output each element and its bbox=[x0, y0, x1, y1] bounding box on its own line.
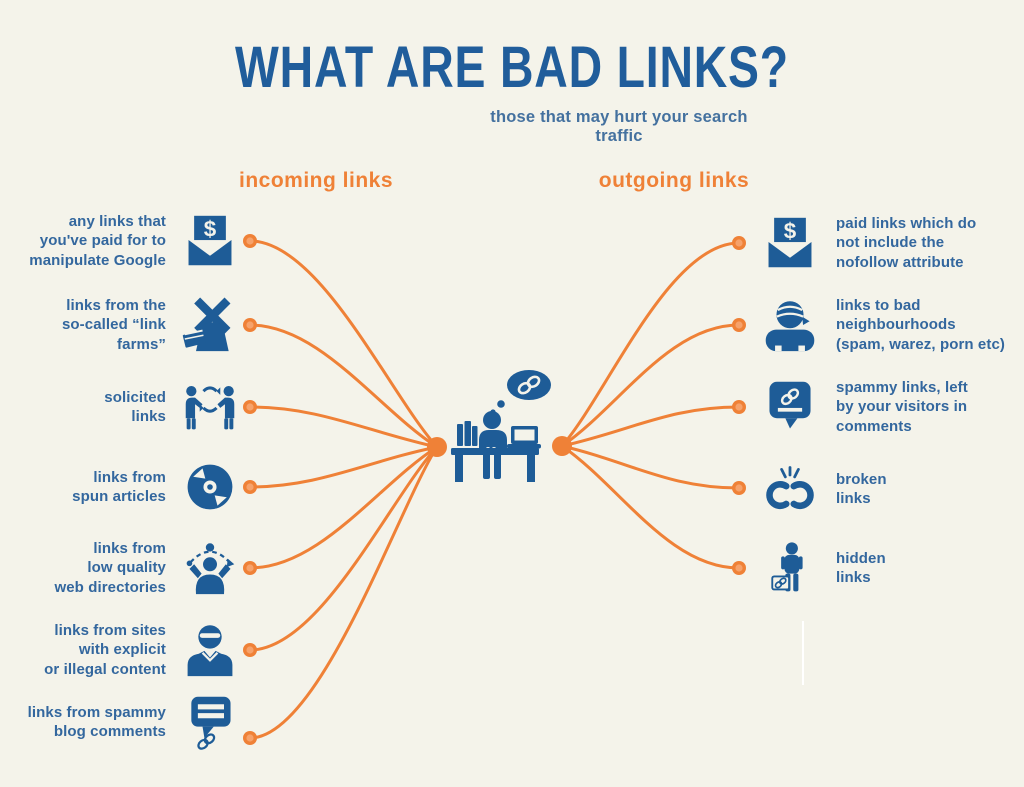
white-line-artifact bbox=[802, 621, 804, 685]
item-label: links from sites with explicit or illega… bbox=[44, 622, 166, 678]
outgoing-item-hidden-links: hidden links bbox=[762, 526, 1018, 610]
incoming-links-heading: incoming links bbox=[238, 169, 394, 192]
comment-link-icon bbox=[191, 696, 231, 750]
outgoing-item-spammy-comments: spammy links, left by your visitors in c… bbox=[762, 365, 1018, 449]
incoming-item-paid-links: any links that you've paid for to manipu… bbox=[6, 199, 238, 283]
incoming-node-dots bbox=[243, 234, 257, 745]
item-label: links to bad neighbourhoods (spam, warez… bbox=[836, 297, 1006, 353]
person-at-desk-illustration bbox=[451, 370, 551, 482]
item-label: links from spammy blog comments bbox=[27, 703, 166, 740]
incoming-item-link-farms: links from the so-called “link farms” bbox=[6, 283, 238, 367]
outgoing-item-bad-neighbourhoods: links to bad neighbourhoods (spam, warez… bbox=[762, 283, 1018, 367]
item-label: broken links bbox=[836, 470, 887, 507]
incoming-item-explicit-content: links from sites with explicit or illega… bbox=[6, 608, 238, 692]
incoming-item-blog-comments: links from spammy blog comments bbox=[6, 680, 238, 764]
svg-text:$: $ bbox=[204, 216, 217, 241]
item-label: links from low quality web directories bbox=[54, 540, 166, 596]
page-title: WHAT ARE BAD LINKS? bbox=[235, 35, 789, 100]
outgoing-item-paid-links: $ paid links which do not include the no… bbox=[762, 201, 1018, 285]
juggler-icon bbox=[186, 543, 235, 595]
incoming-curves bbox=[248, 239, 439, 740]
item-label: any links that you've paid for to manipu… bbox=[29, 213, 166, 269]
incoming-item-web-directories: links from low quality web directories bbox=[6, 526, 238, 610]
item-label: paid links which do not include the nofo… bbox=[836, 215, 977, 271]
outgoing-curves bbox=[560, 241, 741, 570]
incoming-item-solicited: solicited links bbox=[6, 365, 238, 449]
center-left-hub-dot bbox=[427, 437, 447, 457]
svg-text:$: $ bbox=[784, 218, 797, 243]
windmill-icon bbox=[182, 297, 231, 352]
item-label: spammy links, left by your visitors in c… bbox=[836, 379, 968, 435]
handshake-exchange-icon bbox=[185, 386, 235, 430]
ninja-icon bbox=[187, 625, 233, 677]
spinning-disc-icon bbox=[187, 464, 233, 510]
hidden-person-icon bbox=[771, 542, 803, 592]
item-label: hidden links bbox=[836, 549, 886, 586]
incoming-item-spun-articles: links from spun articles bbox=[6, 445, 238, 529]
item-label: links from the so-called “link farms” bbox=[61, 297, 166, 353]
center-right-hub-dot bbox=[552, 436, 572, 456]
comment-link-icon bbox=[769, 381, 811, 429]
envelope-dollar-icon: $ bbox=[767, 217, 813, 268]
envelope-dollar-icon: $ bbox=[187, 215, 233, 266]
outgoing-links-heading: outgoing links bbox=[598, 169, 750, 192]
page-subtitle: those that may hurt your search traffic bbox=[490, 108, 748, 145]
outgoing-item-broken-links: broken links bbox=[762, 447, 1018, 531]
broken-chain-icon bbox=[766, 466, 814, 509]
item-label: links from spun articles bbox=[72, 468, 166, 505]
burglar-icon bbox=[765, 301, 815, 352]
item-label: solicited links bbox=[104, 388, 166, 425]
outgoing-node-dots bbox=[732, 236, 746, 575]
